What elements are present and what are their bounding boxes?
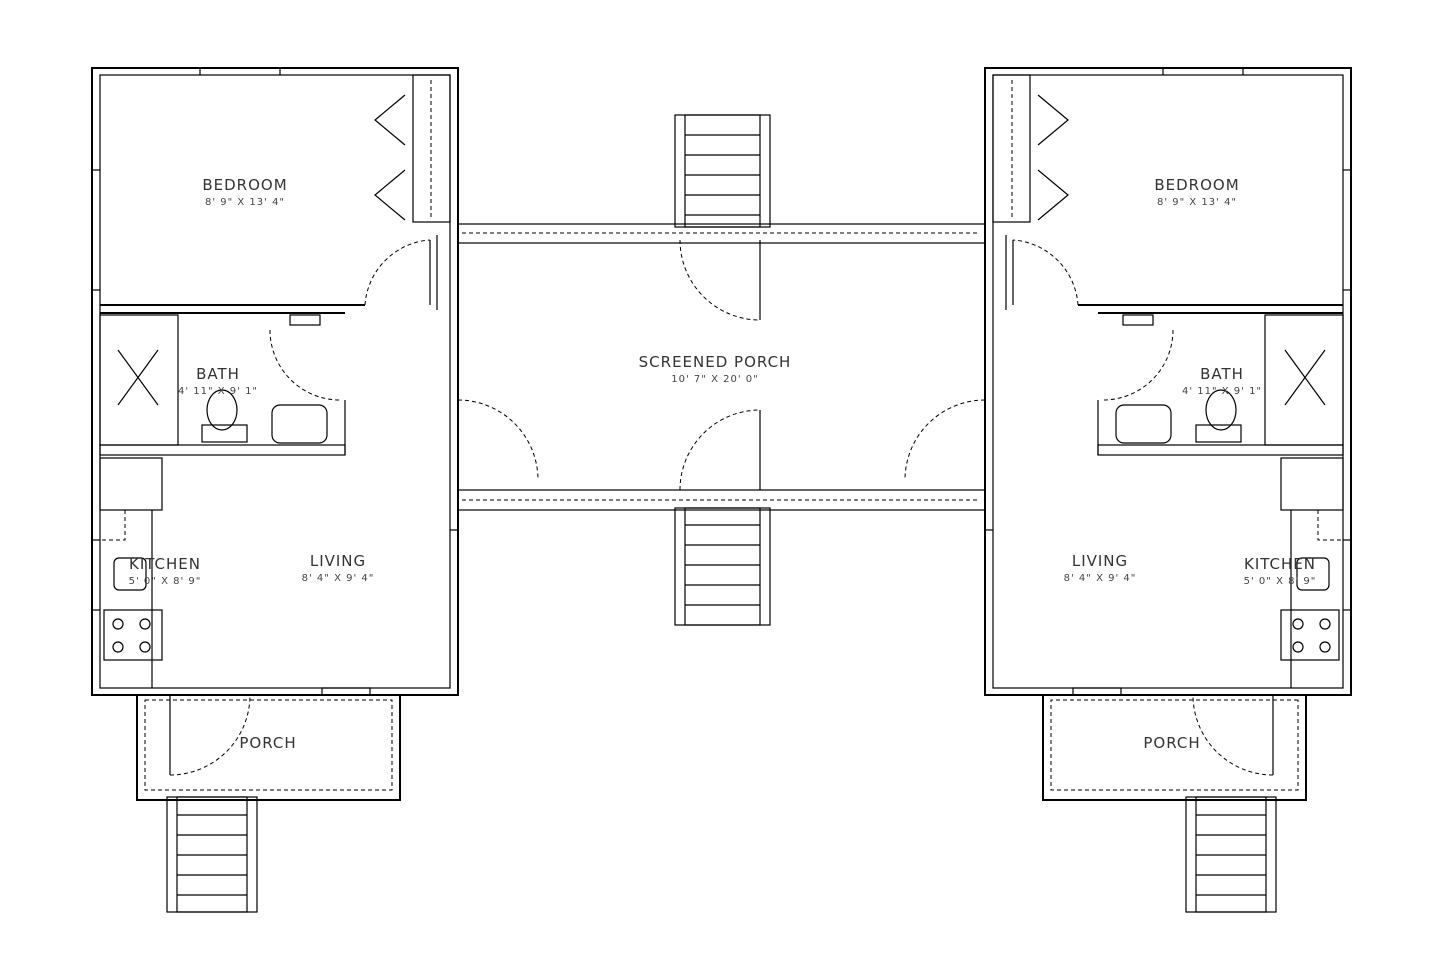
- left-kitchen-label: KITCHEN: [129, 555, 201, 573]
- stairs-top: [674, 114, 771, 228]
- right-bath-label: BATH: [1200, 365, 1244, 383]
- left-bath-size: 4' 11" X 9' 1": [178, 386, 258, 397]
- left-porch-label: PORCH: [239, 734, 296, 752]
- right-bath-size: 4' 11" X 9' 1": [1182, 386, 1262, 397]
- right-bedroom-size: 8' 9" X 13' 4": [1157, 197, 1237, 208]
- screened-porch-size: 10' 7" X 20' 0": [671, 374, 758, 385]
- screened-porch-label: SCREENED PORCH: [639, 353, 792, 371]
- right-porch-label: PORCH: [1143, 734, 1200, 752]
- right-bedroom-label: BEDROOM: [1154, 176, 1239, 194]
- right-kitchen-size: 5' 0" X 8' 9": [1244, 576, 1317, 587]
- left-kitchen-size: 5' 0" X 8' 9": [129, 576, 202, 587]
- stairs-bottom: [674, 507, 771, 626]
- left-living-size: 8' 4" X 9' 4": [302, 573, 375, 584]
- left-bath-label: BATH: [196, 365, 240, 383]
- screened-porch-walls: [457, 223, 986, 511]
- right-living-size: 8' 4" X 9' 4": [1064, 573, 1137, 584]
- right-living-label: LIVING: [1072, 552, 1128, 570]
- left-bedroom-size: 8' 9" X 13' 4": [205, 197, 285, 208]
- left-bedroom-label: BEDROOM: [202, 176, 287, 194]
- left-living-label: LIVING: [310, 552, 366, 570]
- right-kitchen-label: KITCHEN: [1244, 555, 1316, 573]
